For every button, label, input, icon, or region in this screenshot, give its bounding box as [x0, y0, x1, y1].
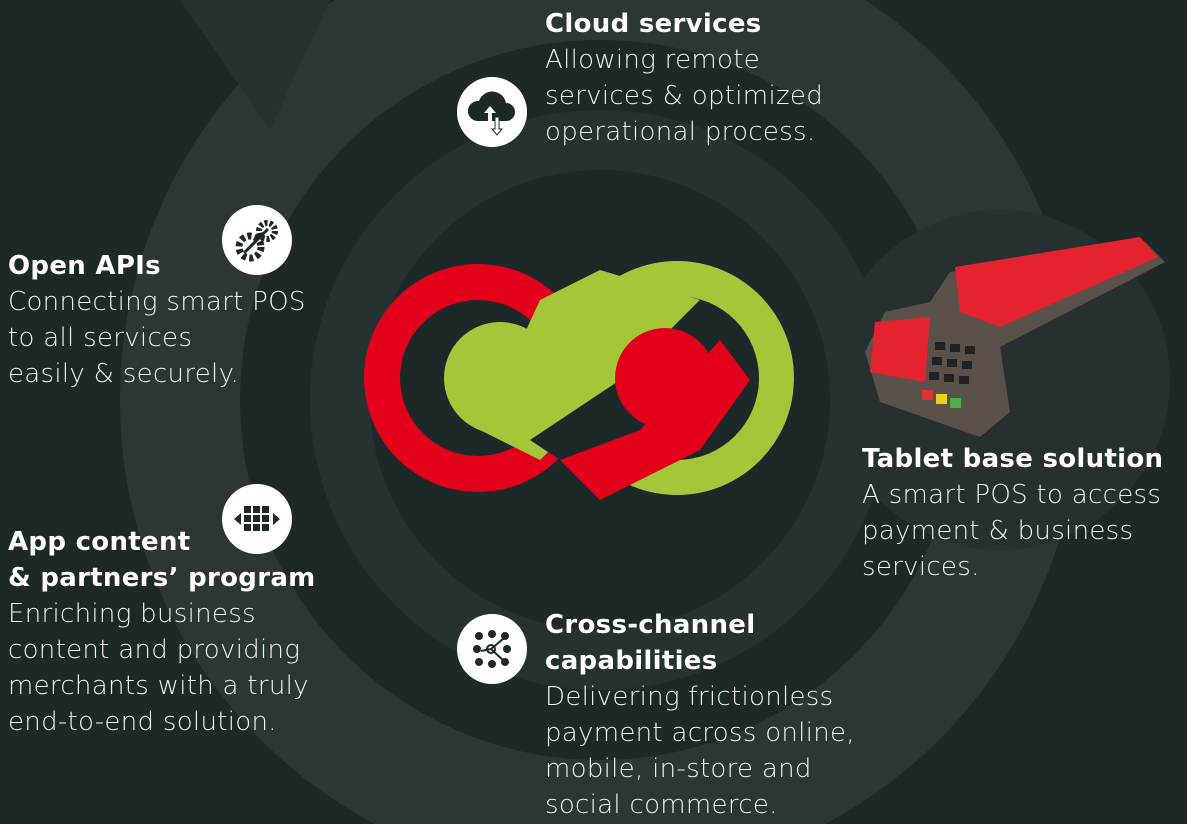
feature-cross-channel: Cross-channel capabilities Delivering fr… [545, 607, 855, 823]
feature-open-apis: Open APIs Connecting smart POS to all se… [8, 248, 306, 392]
feature-desc-line: Connecting smart POS [8, 287, 306, 317]
app-grid-icon [222, 484, 292, 554]
feature-desc-line: services. [862, 552, 980, 582]
feature-desc-line: mobile, in-store and [545, 754, 812, 784]
feature-tablet-base: Tablet base solution A smart POS to acce… [862, 441, 1163, 585]
gears-icon [222, 205, 292, 275]
feature-cloud-services: Cloud services Allowing remote services … [545, 6, 823, 150]
feature-desc-line: to all services [8, 323, 193, 353]
pos-terminal-image [865, 237, 1165, 437]
feature-desc-line: merchants with a truly [8, 671, 309, 701]
feature-desc-line: A smart POS to access [862, 480, 1162, 510]
feature-desc-line: Delivering frictionless [545, 682, 834, 712]
feature-desc-line: operational process. [545, 117, 816, 147]
feature-title: Cloud services [545, 9, 762, 39]
feature-desc-line: Enriching business [8, 599, 256, 629]
feature-title: App content [8, 527, 191, 557]
feature-desc-line: easily & securely. [8, 359, 240, 389]
feature-title-line2: & partners’ program [8, 563, 316, 593]
feature-desc-line: Allowing remote [545, 45, 761, 75]
feature-title: Open APIs [8, 251, 161, 281]
feature-app-content: App content & partners’ program Enrichin… [8, 524, 316, 740]
feature-desc-line: payment across online, [545, 718, 855, 748]
feature-desc-line: end-to-end solution. [8, 707, 277, 737]
feature-desc-line: services & optimized [545, 81, 824, 111]
network-nodes-icon [457, 614, 527, 684]
feature-title: Tablet base solution [862, 444, 1164, 474]
feature-desc-line: social commerce. [545, 790, 778, 820]
feature-desc-line: content and providing [8, 635, 301, 665]
feature-title: Cross-channel [545, 610, 756, 640]
cloud-sync-icon [457, 77, 527, 147]
feature-desc-line: payment & business [862, 516, 1134, 546]
feature-title-line2: capabilities [545, 646, 718, 676]
